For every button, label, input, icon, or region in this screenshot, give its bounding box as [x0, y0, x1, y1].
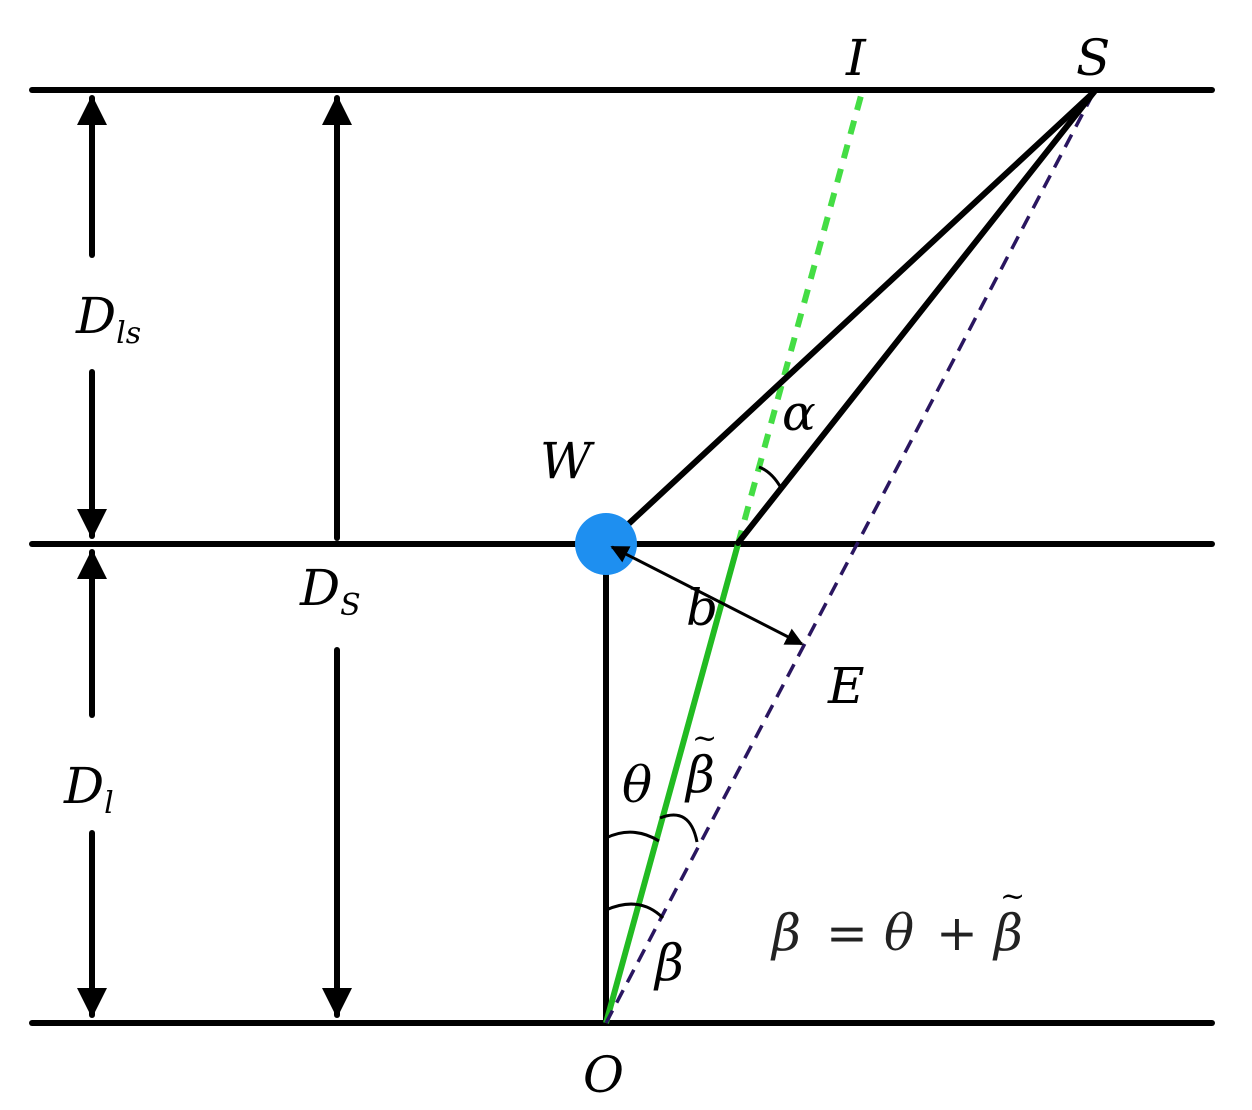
label-E: E	[827, 657, 865, 715]
beta-tilde-arc	[659, 813, 699, 843]
svg-text:+: +	[936, 904, 978, 962]
ray-source-to-deflection	[735, 89, 1097, 546]
svg-text:β: β	[992, 904, 1023, 962]
alpha-arc	[758, 465, 783, 489]
svg-text:β: β	[770, 904, 801, 962]
label-O: O	[583, 1046, 624, 1104]
label-W: W	[540, 432, 595, 490]
svg-text:=: =	[826, 904, 868, 962]
d-s-label: DS	[299, 559, 361, 623]
d-ls-label: Dls	[75, 287, 141, 351]
label-b: b	[686, 579, 718, 637]
label-alpha: α	[782, 384, 816, 442]
lens-equation: β = θ + β ~	[770, 879, 1025, 962]
label-I: I	[845, 29, 867, 87]
label-beta: β	[653, 934, 684, 992]
lens-dot	[575, 513, 637, 575]
svg-text:~: ~	[1000, 879, 1025, 914]
label-theta: θ	[622, 756, 652, 814]
impact-parameter-arrow	[610, 545, 804, 646]
beta-arc	[605, 902, 665, 920]
svg-text:θ: θ	[884, 904, 914, 962]
d-l-label: Dl	[63, 757, 114, 821]
ray-source-to-lens	[605, 89, 1097, 546]
image-direction-dashed	[735, 91, 865, 545]
source-direction-dashed	[604, 91, 1096, 1024]
label-S: S	[1076, 29, 1110, 87]
theta-arc	[605, 830, 660, 843]
label-beta-tilde-tilde: ~	[692, 721, 717, 756]
label-beta-tilde: β	[684, 746, 715, 804]
